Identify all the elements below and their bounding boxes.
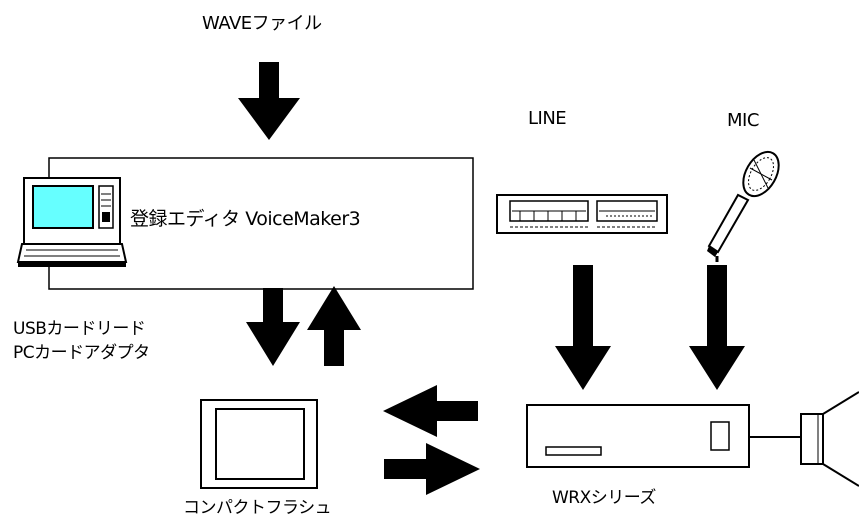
microphone-icon: [707, 150, 780, 262]
wrx-device-icon: [526, 404, 750, 468]
arrow-cf-to-wrx: [384, 443, 480, 495]
speaker-icon: [800, 391, 859, 487]
laptop-icon: [16, 177, 128, 267]
arrow-wrx-to-cf: [383, 385, 478, 437]
arrow-editor-to-cf: [246, 288, 300, 366]
arrow-line-to-wrx: [555, 265, 611, 390]
line-label: LINE: [528, 108, 567, 129]
compact-flash-label: コンパクトフラシュ: [183, 498, 332, 518]
mic-label: MIC: [727, 110, 759, 131]
arrow-wave-to-editor: [238, 62, 300, 140]
editor-label: 登録エディタ VoiceMaker3: [130, 208, 361, 230]
card-reader-label-line2: PCカードアダプタ: [13, 343, 150, 363]
wrx-series-label: WRXシリーズ: [552, 488, 656, 508]
arrow-mic-to-wrx: [689, 265, 745, 390]
wave-file-label: WAVEファイル: [202, 13, 322, 34]
compact-flash-card-icon: [200, 399, 318, 489]
line-device-icon: [496, 194, 668, 234]
card-reader-label-line1: USBカードリード: [13, 319, 146, 339]
arrow-cf-to-editor: [307, 286, 361, 366]
